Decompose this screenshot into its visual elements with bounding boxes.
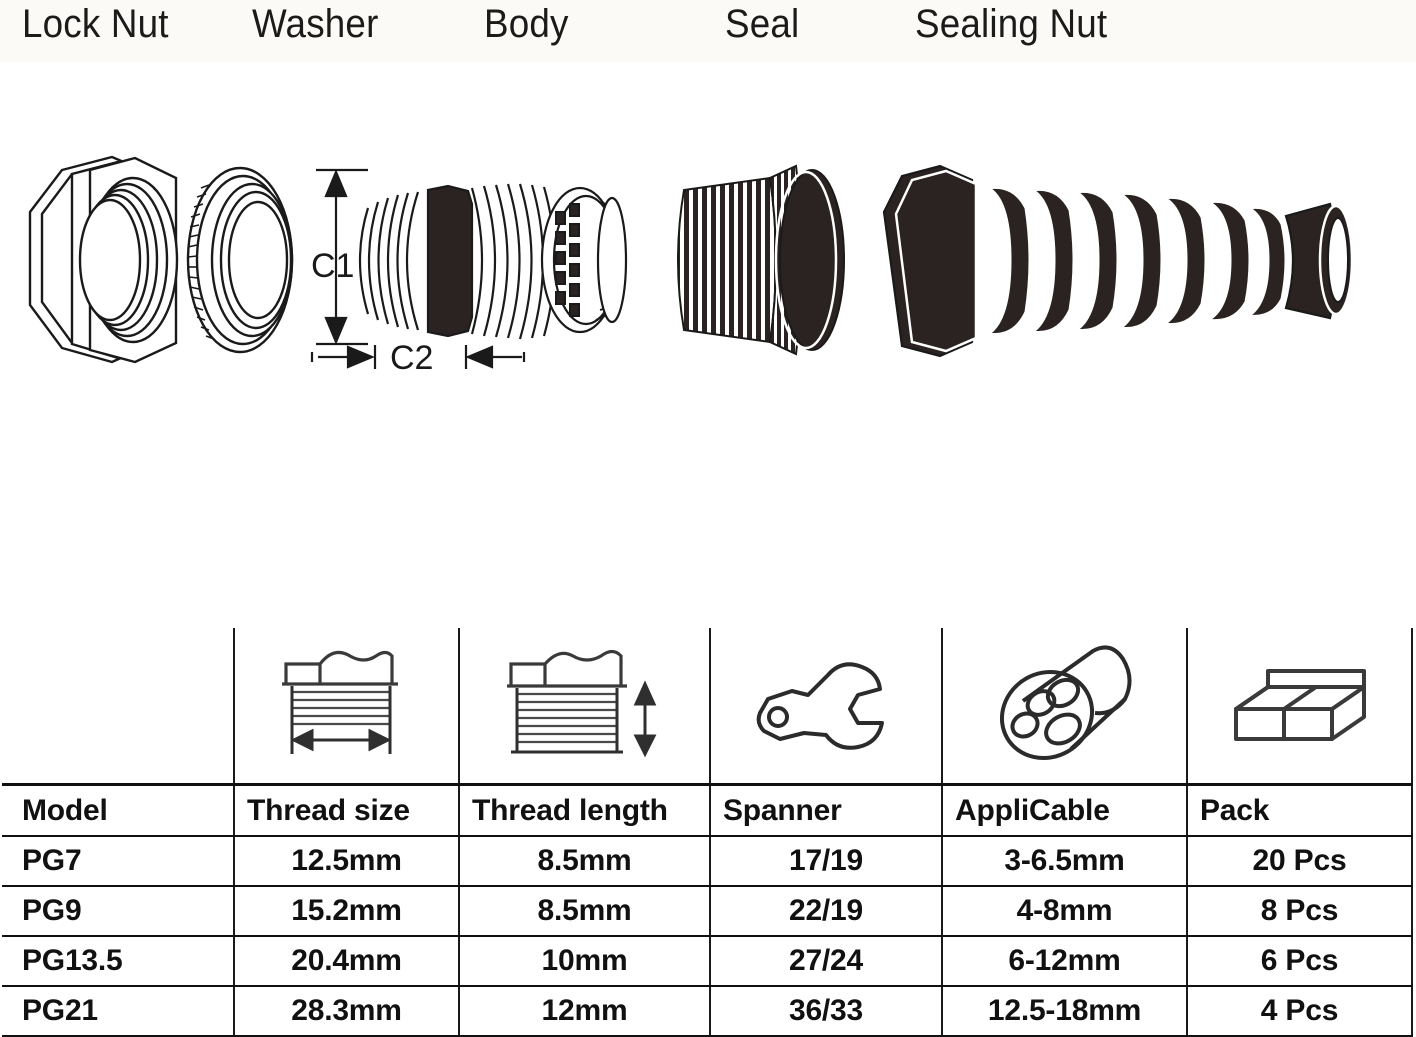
part-label-strip: Lock Nut Washer Body Seal Sealing Nut [0, 0, 1416, 62]
cell-model: PG13.5 [2, 936, 234, 987]
header-thread-length: Thread length [458, 783, 710, 837]
body-illustration [358, 183, 628, 340]
washer-illustration [186, 166, 294, 354]
icon-row [2, 628, 1413, 785]
header-spanner: Spanner [709, 783, 942, 837]
table-header-row: Model Thread size Thread length Spanner … [2, 783, 1413, 837]
cell-pack: 4 Pcs [1186, 986, 1413, 1037]
part-label-washer: Washer [252, 2, 379, 46]
dimension-c1-label: C1 [311, 247, 354, 285]
applicable-cable-icon [999, 644, 1131, 760]
cell-thread-length: 8.5mm [458, 836, 710, 887]
cell-applicable: 4-8mm [941, 886, 1187, 937]
icon-cell-spanner [709, 628, 942, 785]
pack-icon [1233, 668, 1366, 741]
cell-pack: 20 Pcs [1186, 836, 1413, 887]
icon-cell-blank [2, 628, 234, 785]
cell-applicable: 3-6.5mm [941, 836, 1187, 887]
exploded-assembly-diagram: C1 [0, 62, 1416, 392]
cell-spanner: 22/19 [709, 886, 942, 937]
cell-spanner: 27/24 [709, 936, 942, 987]
header-pack: Pack [1186, 783, 1413, 837]
icon-cell-applicable-cable [941, 628, 1187, 785]
cell-applicable: 12.5-18mm [941, 986, 1187, 1037]
cell-model: PG21 [2, 986, 234, 1037]
table-row: PG21 28.3mm 12mm 36/33 12.5-18mm 4 Pcs [2, 986, 1413, 1037]
header-applicable: AppliCable [941, 783, 1187, 837]
cell-model: PG9 [2, 886, 234, 937]
dimension-c2 [310, 345, 526, 369]
header-model: Model [2, 783, 234, 837]
cell-pack: 6 Pcs [1186, 936, 1413, 987]
seal-illustration [677, 164, 845, 356]
sealing-nut-illustration [882, 164, 1354, 358]
cell-pack: 8 Pcs [1186, 886, 1413, 937]
table-row: PG9 15.2mm 8.5mm 22/19 4-8mm 8 Pcs [2, 886, 1413, 937]
cell-thread-size: 15.2mm [233, 886, 459, 937]
part-label-seal: Seal [725, 2, 800, 46]
table-row: PG13.5 20.4mm 10mm 27/24 6-12mm 6 Pcs [2, 936, 1413, 987]
header-thread-size: Thread size [233, 783, 459, 837]
cell-thread-size: 28.3mm [233, 986, 459, 1037]
icon-cell-thread-length [458, 628, 710, 785]
table-row: PG7 12.5mm 8.5mm 17/19 3-6.5mm 20 Pcs [2, 836, 1413, 887]
cell-applicable: 6-12mm [941, 936, 1187, 987]
dimension-c1 [316, 168, 368, 346]
part-label-lock-nut: Lock Nut [22, 2, 169, 46]
lock-nut-illustration [28, 155, 179, 364]
cell-thread-length: 8.5mm [458, 886, 710, 937]
icon-cell-pack [1186, 628, 1413, 785]
specification-table: Model Thread size Thread length Spanner … [2, 628, 1413, 1037]
cell-thread-size: 20.4mm [233, 936, 459, 987]
part-label-sealing-nut: Sealing Nut [915, 2, 1108, 46]
part-label-body: Body [484, 2, 569, 46]
dimension-c2-label: C2 [390, 339, 433, 377]
thread-size-icon [281, 650, 398, 754]
cell-thread-length: 12mm [458, 986, 710, 1037]
cell-spanner: 36/33 [709, 986, 942, 1037]
icon-cell-thread-size [233, 628, 459, 785]
thread-length-icon [506, 649, 656, 757]
spanner-icon [756, 661, 884, 750]
cell-thread-length: 10mm [458, 936, 710, 987]
cell-thread-size: 12.5mm [233, 836, 459, 887]
cell-model: PG7 [2, 836, 234, 887]
cell-spanner: 17/19 [709, 836, 942, 887]
